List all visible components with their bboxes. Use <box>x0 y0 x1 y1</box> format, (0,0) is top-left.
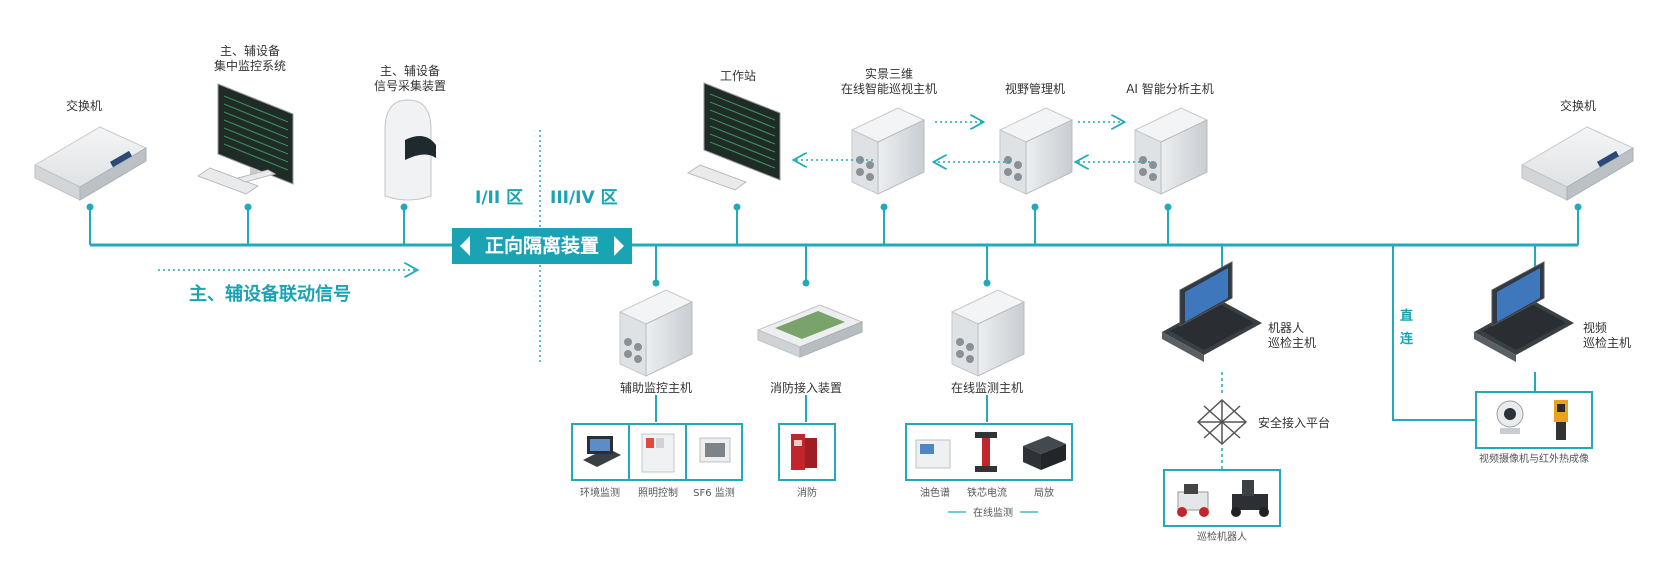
switch-left-label: 交换机 <box>66 98 102 113</box>
signal-collector-label-2: 信号采集装置 <box>374 78 446 93</box>
isolation-device-label: 正向隔离装置 <box>485 234 599 257</box>
secure-platform-icon <box>1196 398 1248 446</box>
camera-thermal-label: 视频摄像机与红外热成像 <box>1479 452 1589 465</box>
tracked-robot-icon <box>1231 480 1269 517</box>
camera-thermal-box <box>1475 391 1593 449</box>
zone-left-label: I/II 区 <box>475 188 523 208</box>
workstation-label: 工作站 <box>720 69 756 83</box>
aux-items-box <box>571 423 743 481</box>
thermal-imager-icon <box>1554 400 1568 440</box>
lighting-controller-icon <box>641 433 675 473</box>
online-items-box <box>905 423 1073 481</box>
secure-platform-label: 安全接入平台 <box>1258 415 1330 430</box>
aux-item-label: 照明控制 <box>638 486 678 499</box>
online-item-label: 油色谱 <box>920 486 950 499</box>
direct-label-2: 连 <box>1400 331 1414 347</box>
fire-access-label: 消防接入装置 <box>770 380 842 395</box>
core-current-sensor-icon <box>975 432 997 472</box>
fire-alarm-icon <box>791 434 817 470</box>
ai-host-label: AI 智能分析主机 <box>1126 81 1214 96</box>
isolation-device: 正向隔离装置 <box>452 228 632 264</box>
camera-icon <box>1496 400 1524 434</box>
environment-sensor-icon <box>583 436 621 467</box>
view-manager-label: 视野管理机 <box>1005 81 1065 96</box>
zone-right-label: III/IV 区 <box>550 188 618 208</box>
video-host-laptop-icon <box>1474 261 1574 362</box>
data-flow-arrows <box>795 122 1150 162</box>
signal-collector-icon <box>384 99 436 201</box>
online-host-icon <box>950 289 1026 377</box>
fire-item-label: 消防 <box>797 486 817 499</box>
patrol-robot-box <box>1163 469 1281 527</box>
ai-host-icon <box>1133 107 1209 195</box>
video-host-label-1: 视频 <box>1583 320 1607 335</box>
central-monitor-label-1: 主、辅设备 <box>220 44 280 58</box>
arrow-left-icon <box>460 236 470 256</box>
aux-item-label: 环境监测 <box>580 486 620 499</box>
view-manager-icon <box>998 107 1074 195</box>
online-group-label: 在线监测 <box>973 506 1013 519</box>
fire-access-icon <box>756 304 864 358</box>
online-item-label: 铁芯电流 <box>967 486 1007 499</box>
live-3d-label-1: 实景三维 <box>865 66 913 81</box>
aux-item-label: SF6 监测 <box>693 486 735 499</box>
aux-host-label: 辅助监控主机 <box>620 381 692 395</box>
live-3d-label-2: 在线智能巡视主机 <box>841 81 937 96</box>
video-host-label-2: 巡检主机 <box>1583 335 1631 350</box>
partial-discharge-case-icon <box>1023 436 1066 470</box>
aux-host-icon <box>618 289 694 377</box>
central-monitor-label-2: 集中监控系统 <box>214 58 286 73</box>
switch-right <box>1520 126 1635 201</box>
workstation-icon <box>686 82 781 191</box>
robot-host-label-2: 巡检主机 <box>1268 335 1316 350</box>
live-3d-host-icon <box>850 107 926 195</box>
direct-label-1: 直 <box>1400 308 1413 324</box>
wheeled-robot-icon <box>1177 484 1209 517</box>
switch-right-label: 交换机 <box>1560 98 1596 113</box>
signal-collector-label-1: 主、辅设备 <box>380 64 440 78</box>
fire-items-box <box>778 423 836 481</box>
arrow-right-icon <box>614 236 624 256</box>
robot-host-laptop-icon <box>1162 261 1262 362</box>
oil-chromatograph-icon <box>915 439 951 469</box>
linkage-signal-label: 主、辅设备联动信号 <box>189 283 351 305</box>
online-item-label: 局放 <box>1034 486 1054 499</box>
switch-left <box>33 126 148 201</box>
robot-host-label-1: 机器人 <box>1268 321 1304 335</box>
online-host-label: 在线监测主机 <box>951 381 1023 395</box>
patrol-robot-label: 巡检机器人 <box>1197 530 1247 543</box>
central-monitor-icon <box>196 83 294 195</box>
sf6-monitor-icon <box>699 437 731 463</box>
